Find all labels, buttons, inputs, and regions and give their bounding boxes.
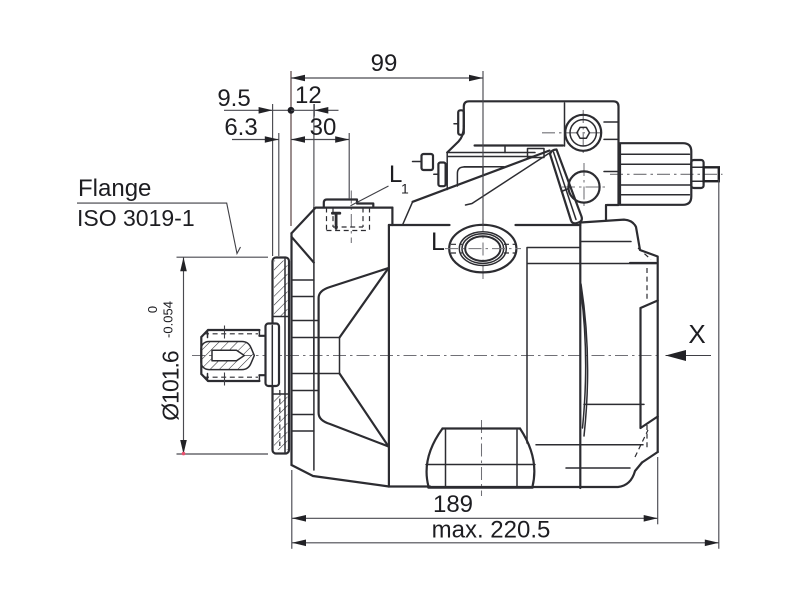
mounting-flange — [264, 256, 291, 455]
endcap-pads — [628, 261, 659, 464]
port-l1-label: L — [389, 161, 402, 188]
valve-bracket — [446, 151, 536, 191]
dim-6-3-and-30: 6.3 30 — [224, 114, 350, 143]
valve-spool-lines — [563, 102, 620, 173]
shaft-bore — [212, 350, 245, 361]
dim-6-3-arrow-icon — [264, 136, 279, 143]
dim-99-arrow-right-icon — [469, 74, 483, 82]
bottom-boss — [425, 427, 536, 489]
dim-99-arrow-left-icon — [291, 74, 305, 82]
valve-bolt-outer — [564, 113, 603, 152]
dim-6-3-label: 6.3 — [224, 114, 257, 141]
adjuster-stem — [702, 166, 720, 183]
adjuster-locknut-lines — [690, 166, 705, 182]
dim-max-arrow-left-icon — [292, 539, 306, 547]
valve-body-outline — [462, 100, 620, 221]
view-x-arrow: X — [665, 319, 711, 361]
valve-body-left-chamfer — [446, 124, 465, 154]
port-l-label: L — [431, 228, 445, 256]
dim-99-label: 99 — [371, 50, 398, 77]
bell-cone-lines — [338, 266, 390, 448]
slant-band-inner — [552, 151, 577, 221]
dim-12-label: 12 — [295, 82, 322, 109]
port-l1-hidden-thread — [325, 207, 371, 232]
dim-30-arrow-right-icon — [335, 136, 350, 143]
endcap-tangent-crescent — [580, 283, 589, 437]
endcap-hidden-holes — [634, 247, 652, 458]
mid-block-front-edge — [387, 206, 394, 488]
valve-bolt-inner — [569, 118, 598, 147]
dim-pilot-diameter: Ø101.6 -0.054 0 — [145, 256, 268, 456]
valve-end-plug — [457, 109, 465, 136]
bell-outline — [317, 266, 390, 448]
dim-12-arrow-icon — [314, 107, 329, 114]
flange-note-line2: ISO 3019-1 — [77, 205, 195, 231]
port-l1-depth-symbol — [331, 211, 342, 230]
mid-block-chamfer — [401, 201, 414, 226]
extension-lines — [272, 71, 720, 549]
dim-9-5-arrow-icon — [258, 107, 273, 114]
dim-30-arrow-left-icon — [291, 136, 305, 143]
end-cap — [535, 218, 659, 469]
flange-section-steps — [271, 315, 290, 395]
dim-max-arrow-right-icon — [704, 539, 719, 547]
x-arrowhead-icon — [665, 350, 686, 361]
port-l1-plate — [322, 198, 375, 208]
flange-leader-line — [77, 202, 241, 256]
valve-bracket-foot — [456, 166, 484, 187]
endcap-horizontal-lines — [535, 403, 645, 469]
control-valve — [411, 100, 720, 221]
dimensions: 99 9.5 12 6.3 30 — [145, 50, 720, 549]
valve-bolt-hex-socket — [576, 126, 591, 140]
dim-dia-arrow-top-icon — [180, 257, 187, 272]
dim-99: 99 — [291, 50, 483, 82]
dim-dia-tol-lower: -0.054 — [161, 301, 176, 338]
endcap-outline — [579, 218, 659, 454]
dim-max-220-5: max. 220.5 — [292, 517, 719, 547]
port-l-ring-1 — [458, 230, 508, 267]
top-step-lines — [526, 240, 658, 444]
top-taper-silhouette — [411, 149, 551, 203]
pump-housing — [290, 149, 658, 490]
front-block-top — [290, 206, 394, 264]
housing-bottom-edge — [387, 461, 644, 489]
dim-189-arrow-left-icon — [292, 515, 306, 522]
annotations: Flange ISO 3019-1 L 1 L — [77, 161, 445, 256]
port-l1-boss — [322, 198, 375, 232]
port-l1-leader — [350, 185, 389, 207]
front-block-bottom — [290, 463, 390, 488]
dim-dia-arrow-bottom-icon — [180, 440, 187, 454]
shaft-groove — [206, 329, 261, 382]
boss-side-arcs — [425, 427, 536, 488]
view-x-label: X — [688, 319, 705, 349]
adjuster-cap-lines — [619, 153, 692, 196]
dim-dia-label: Ø101.6 — [158, 351, 184, 421]
shaft-bore-outline — [211, 349, 246, 362]
valve-pilot-circle — [567, 170, 601, 204]
flange-hatch-top — [274, 260, 288, 317]
dim-9-5-label: 9.5 — [217, 85, 250, 112]
snap-point-dot — [181, 451, 186, 456]
shaft-spline-root-lines — [204, 333, 258, 378]
valve-clamp-block — [526, 147, 545, 159]
dim-189-arrow-right-icon — [643, 515, 658, 522]
dim-189-label: 189 — [433, 491, 473, 518]
dim-dia-tol-upper: 0 — [145, 306, 160, 313]
dim-9-5-and-12: 9.5 12 — [217, 82, 339, 117]
slant-band-outline — [548, 148, 583, 225]
flange-note-line1: Flange — [78, 175, 151, 202]
dim-30-label: 30 — [310, 114, 337, 141]
dim-189: 189 — [292, 491, 658, 522]
port-l1-label-sub: 1 — [401, 181, 409, 197]
top-taper-inner — [464, 151, 552, 206]
adjuster-cap — [618, 142, 693, 206]
bearing-bore-lines — [290, 279, 320, 432]
dim-max-label: max. 220.5 — [432, 517, 551, 544]
bell-hub — [313, 336, 341, 375]
slant-band — [548, 148, 583, 225]
flange-hatch-bottom — [274, 395, 288, 450]
boss-tangent-lines — [444, 429, 518, 487]
